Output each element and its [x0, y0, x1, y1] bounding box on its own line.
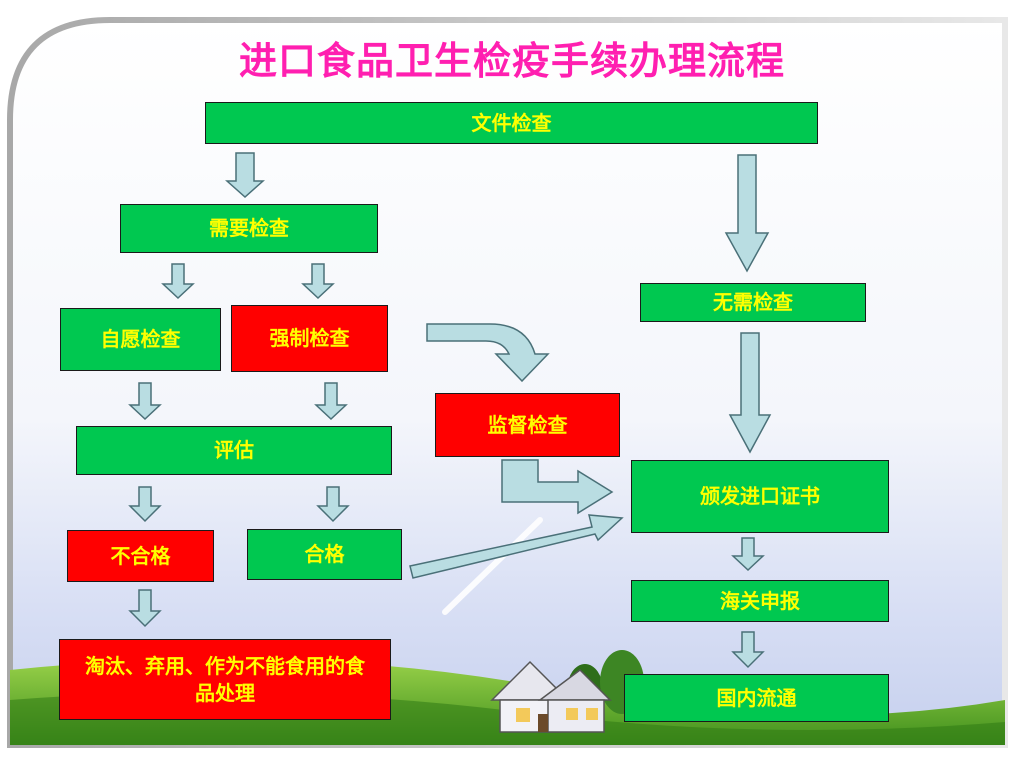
- node-issue-import-certificate: 颁发进口证书: [631, 460, 889, 533]
- node-eliminate-discard: 淘汰、弃用、作为不能食用的食品处理: [59, 639, 391, 720]
- node-supervised-inspection: 监督检查: [435, 393, 620, 457]
- node-inspection-required: 需要检查: [120, 204, 378, 253]
- node-mandatory-inspection: 强制检查: [231, 305, 388, 372]
- node-qualified: 合格: [247, 529, 402, 580]
- node-no-inspection-required: 无需检查: [640, 283, 866, 322]
- node-evaluation: 评估: [76, 426, 392, 475]
- house-illustration: [490, 660, 612, 733]
- node-voluntary-inspection: 自愿检查: [60, 308, 221, 371]
- node-document-check: 文件检查: [205, 102, 818, 144]
- node-customs-declaration: 海关申报: [631, 580, 889, 622]
- page-title: 进口食品卫生检疫手续办理流程: [238, 39, 785, 83]
- node-domestic-circulation: 国内流通: [624, 674, 889, 722]
- node-unqualified: 不合格: [67, 530, 214, 582]
